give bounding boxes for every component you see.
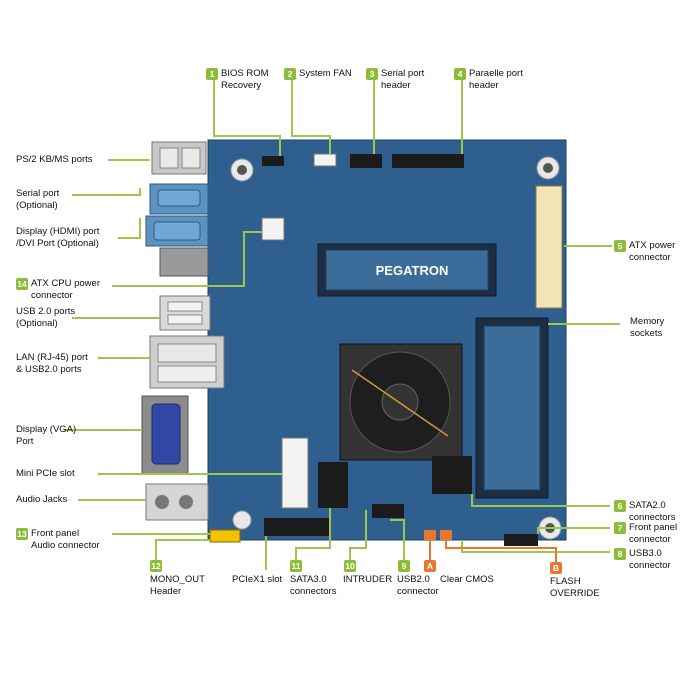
- clear-cmos-jumper: [424, 530, 436, 540]
- brand-text: PEGATRON: [376, 263, 449, 278]
- callout-lines: [64, 80, 620, 570]
- label-clear-cmos: Clear CMOS: [440, 574, 494, 585]
- callout-badge-a: A: [424, 560, 436, 572]
- label-sata2-connectors: SATA2.0 connectors: [629, 500, 676, 523]
- label-sata3-connectors: SATA3.0 connectors: [290, 574, 337, 597]
- usb-socket: [167, 314, 203, 325]
- audio-jack: [179, 495, 193, 509]
- front-audio-header: [209, 529, 241, 543]
- callout-badge-6: 6: [614, 500, 626, 512]
- vga-connector: [151, 403, 181, 465]
- label-lan-usb-ports: LAN (RJ-45) port & USB2.0 ports: [16, 352, 88, 375]
- usb-socket: [167, 301, 203, 312]
- ps2-socket: [159, 147, 179, 169]
- serial-port-header: [350, 154, 382, 168]
- usb-socket: [157, 365, 217, 383]
- label-usb2-connector: USB2.0 connector: [397, 574, 439, 597]
- callout-badge-3: 3: [366, 68, 378, 80]
- memory-module: [325, 249, 489, 291]
- pcie-x1-slot: [264, 518, 330, 536]
- callout-badge-12: 12: [150, 560, 162, 572]
- system-fan-header: [313, 153, 337, 167]
- mini-pcie-slot: [281, 437, 309, 509]
- label-memory-sockets: Memory sockets: [630, 316, 665, 339]
- label-display-hdmi-dvi: Display (HDMI) port /DVI Port (Optional): [16, 226, 100, 249]
- label-flash-override: FLASH OVERRIDE: [550, 576, 600, 599]
- label-usb3-connector: USB3.0 connector: [629, 548, 671, 571]
- label-mini-pcie-slot: Mini PCIe slot: [16, 468, 75, 479]
- label-serial-port: Serial port (Optional): [16, 188, 60, 211]
- label-atx-cpu-power: ATX CPU power connector: [31, 278, 100, 301]
- label-intruder: INTRUDER: [343, 574, 393, 585]
- bios-rom-recovery-header: [262, 156, 284, 166]
- label-pciex1-slot: PCIeX1 slot: [232, 574, 283, 585]
- mounting-hole-center: [543, 163, 553, 173]
- mounting-hole: [232, 510, 252, 530]
- usb2-header: [372, 504, 404, 518]
- callout-badge-2: 2: [284, 68, 296, 80]
- atx-power-connector: [535, 185, 563, 309]
- label-atx-power: ATX power connector: [629, 240, 676, 263]
- callout-badge-11: 11: [290, 560, 302, 572]
- label-parallel-port-header: Paraelle port header: [469, 68, 523, 91]
- label-vga-port: Display (VGA) Port: [16, 424, 77, 447]
- lan-socket: [157, 343, 217, 363]
- callout-badge-9: 9: [398, 560, 410, 572]
- label-ps2-ports: PS/2 KB/MS ports: [16, 154, 93, 165]
- label-mono-out-header: MONO_OUT Header: [150, 574, 205, 597]
- usb2-ports: [159, 295, 211, 331]
- callout-badge-13: 13: [16, 528, 28, 540]
- mounting-hole-center: [237, 165, 247, 175]
- label-front-panel-connector: Front panel connector: [629, 522, 678, 545]
- sata2-connectors: [432, 456, 472, 494]
- callout-badge-10: 10: [344, 560, 356, 572]
- label-serial-port-header: Serial port header: [381, 68, 425, 91]
- serial-port-shell: [157, 189, 201, 207]
- sata3-connectors: [318, 462, 348, 508]
- label-system-fan: System FAN: [299, 68, 352, 79]
- callout-badge-8: 8: [614, 548, 626, 560]
- fan-wire: [351, 369, 449, 437]
- atx-cpu-power: [261, 217, 285, 241]
- callout-badge-1: 1: [206, 68, 218, 80]
- callout-badge-14: 14: [16, 278, 28, 290]
- audio-jack: [155, 495, 169, 509]
- cpu-fan-hub: [381, 383, 419, 421]
- flash-override-jumper: [440, 530, 452, 540]
- parallel-port-header: [392, 154, 464, 168]
- hdmi-port: [159, 247, 209, 277]
- callout-badge-5: 5: [614, 240, 626, 252]
- label-bios-rom-recovery: BIOS ROM Recovery: [221, 68, 269, 91]
- callout-badge-7: 7: [614, 522, 626, 534]
- front-panel-header: [504, 534, 538, 546]
- callout-badge-4: 4: [454, 68, 466, 80]
- ps2-socket: [181, 147, 201, 169]
- label-front-panel-audio: Front panel Audio connector: [31, 528, 100, 551]
- callout-badge-b: B: [550, 562, 562, 574]
- label-audio-jacks: Audio Jacks: [16, 494, 68, 505]
- dvi-port-shell: [153, 221, 201, 241]
- memory-module: [483, 325, 541, 491]
- label-usb2-ports: USB 2.0 ports (Optional): [16, 306, 76, 329]
